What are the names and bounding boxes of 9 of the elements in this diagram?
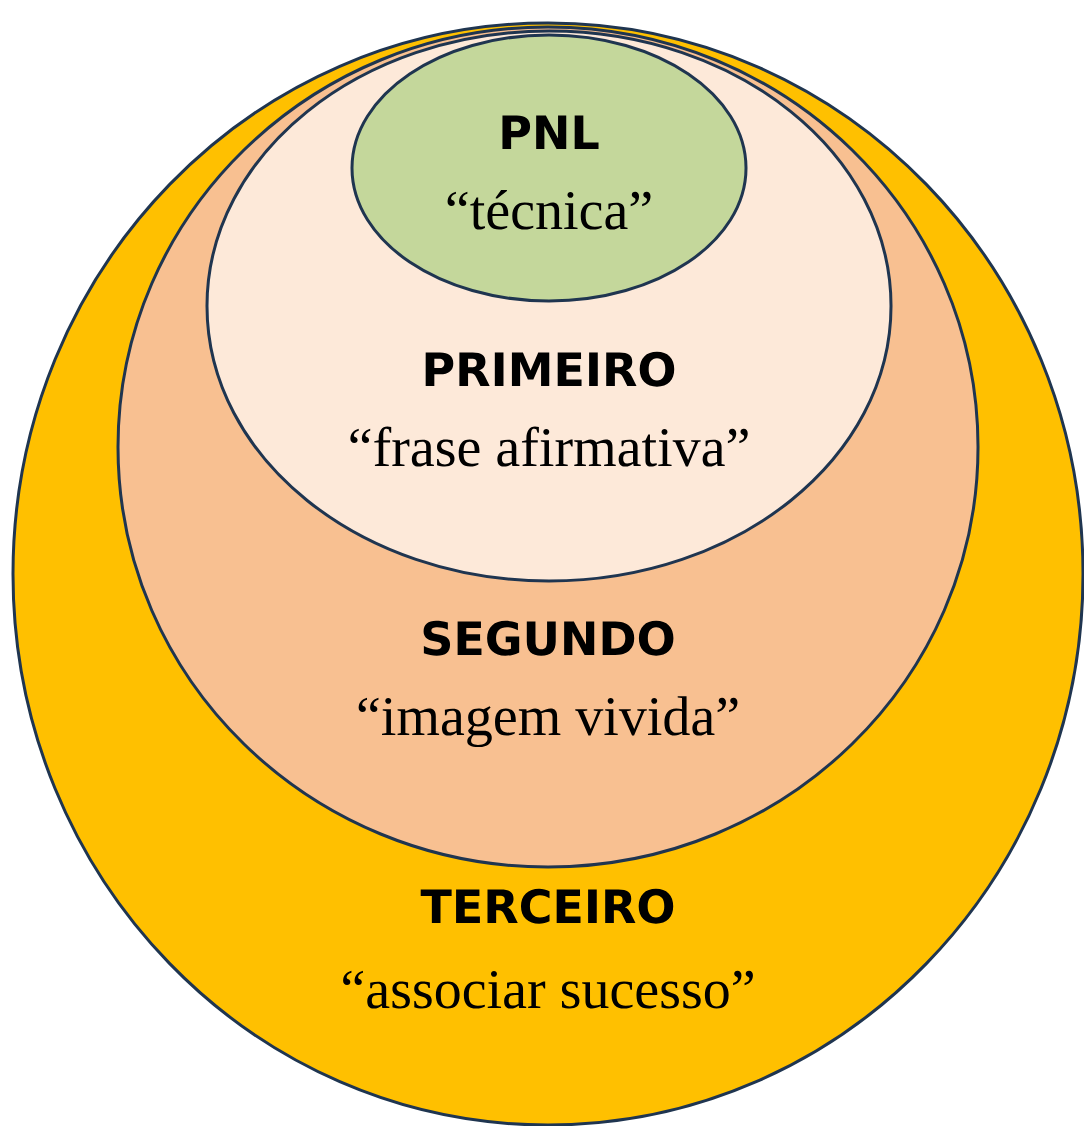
subtitle: “imagem vivida” bbox=[358, 696, 738, 748]
subtitle: “técnica” bbox=[447, 190, 651, 230]
heading: SEGUNDO bbox=[423, 620, 674, 656]
heading: TERCEIRO bbox=[420, 888, 674, 924]
heading: PRIMEIRO bbox=[425, 351, 675, 387]
ellipse-shape bbox=[350, 33, 748, 303]
subtitle: “frase afirmativa” bbox=[350, 426, 748, 467]
heading: PNL bbox=[502, 115, 599, 149]
subtitle: “associar sucesso” bbox=[343, 970, 753, 1009]
